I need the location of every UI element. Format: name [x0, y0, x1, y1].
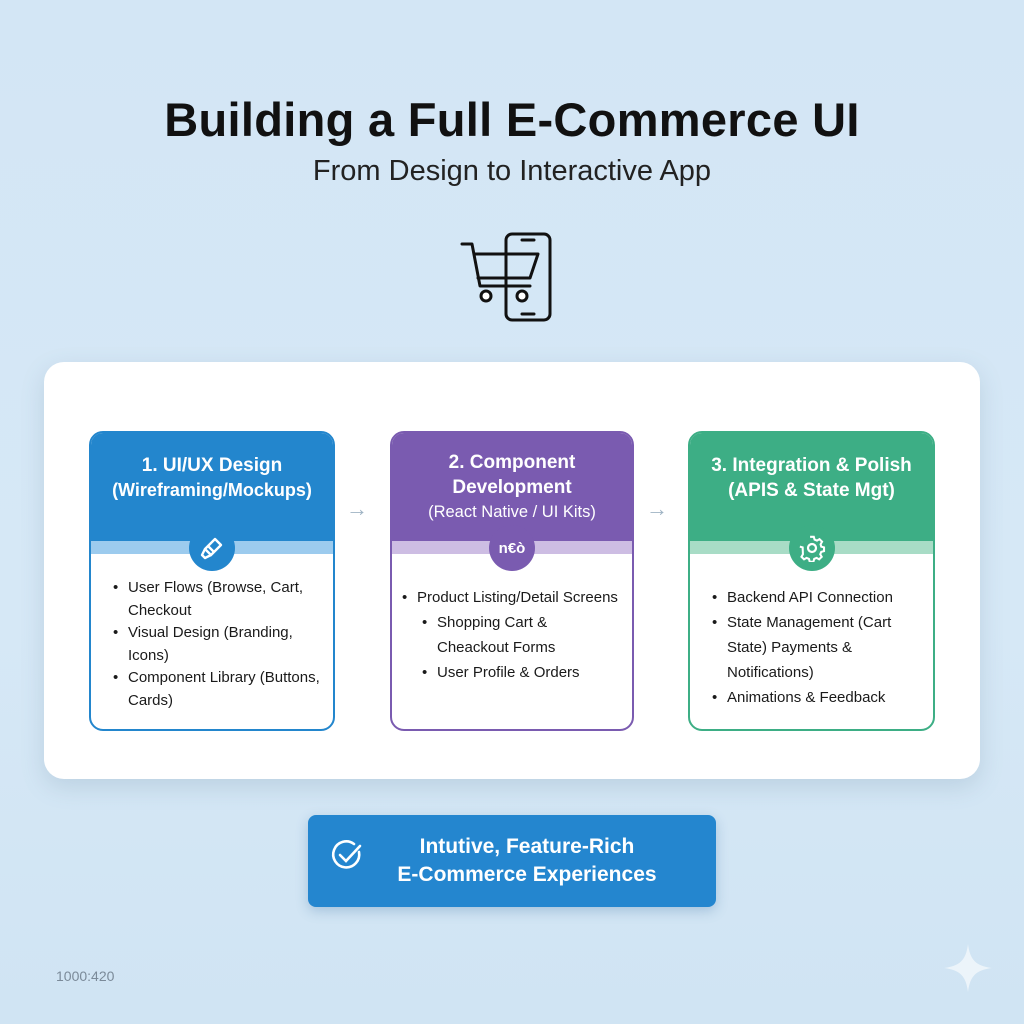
sparkle-icon: [944, 944, 992, 992]
step-items: User Flows (Browse, Cart, Checkout Visua…: [113, 577, 329, 712]
step-header: 2. Component Development (React Native /…: [392, 433, 632, 541]
outcome-line-1: Intutive, Feature-Rich: [419, 835, 635, 858]
step-card-design: 1. UI/UX Design (Wireframing/Mockups) Us…: [89, 431, 335, 731]
step-title: 1. UI/UX Design: [141, 455, 283, 476]
outcome-banner: Intutive, Feature-Rich E-Commerce Experi…: [308, 815, 716, 907]
arrow-icon: →: [346, 496, 368, 521]
list-item: State Management (Cart State) Payments &…: [712, 610, 933, 685]
outcome-line-2: E-Commerce Experiences: [397, 863, 657, 886]
list-item: User Profile & Orders: [422, 660, 628, 685]
page-subtitle: From Design to Interactive App: [312, 155, 712, 187]
page-title: Building a Full E-Commerce UI: [164, 93, 860, 146]
step-items: Product Listing/Detail Screens Shopping …: [402, 585, 628, 685]
list-item: Animations & Feedback: [712, 685, 933, 710]
brush-icon: [189, 525, 235, 571]
list-item: Backend API Connection: [712, 585, 933, 610]
arrow-icon: →: [646, 496, 668, 521]
step-card-integration: 3. Integration & Polish (APIS & State Mg…: [688, 431, 935, 731]
step-card-development: 2. Component Development (React Native /…: [390, 431, 634, 731]
cart-phone-icon: [460, 232, 552, 322]
list-item: Component Library (Buttons, Cards): [113, 667, 329, 712]
step-title: 3. Integration & Polish: [711, 455, 912, 476]
step-title: 2. Component Development: [448, 452, 576, 498]
step-items: Backend API Connection State Management …: [712, 585, 933, 710]
step-header: 1. UI/UX Design (Wireframing/Mockups): [91, 433, 333, 541]
list-item: Product Listing/Detail Screens: [402, 585, 628, 610]
list-item: Shopping Cart & Cheackout Forms: [422, 610, 628, 660]
check-circle-icon: [331, 840, 362, 869]
list-item: User Flows (Browse, Cart, Checkout: [113, 577, 329, 622]
step-subtitle: (React Native / UI Kits): [428, 503, 596, 521]
aspect-ratio-label: 1000:420: [56, 968, 115, 984]
step-subtitle: (APIS & State Mgt): [728, 480, 895, 501]
react-native-icon: n€ò: [489, 525, 535, 571]
step-subtitle: (Wireframing/Mockups): [112, 480, 312, 500]
gear-icon: [788, 525, 835, 571]
list-item: Visual Design (Branding, Icons): [113, 622, 329, 667]
step-header: 3. Integration & Polish (APIS & State Mg…: [690, 433, 933, 541]
